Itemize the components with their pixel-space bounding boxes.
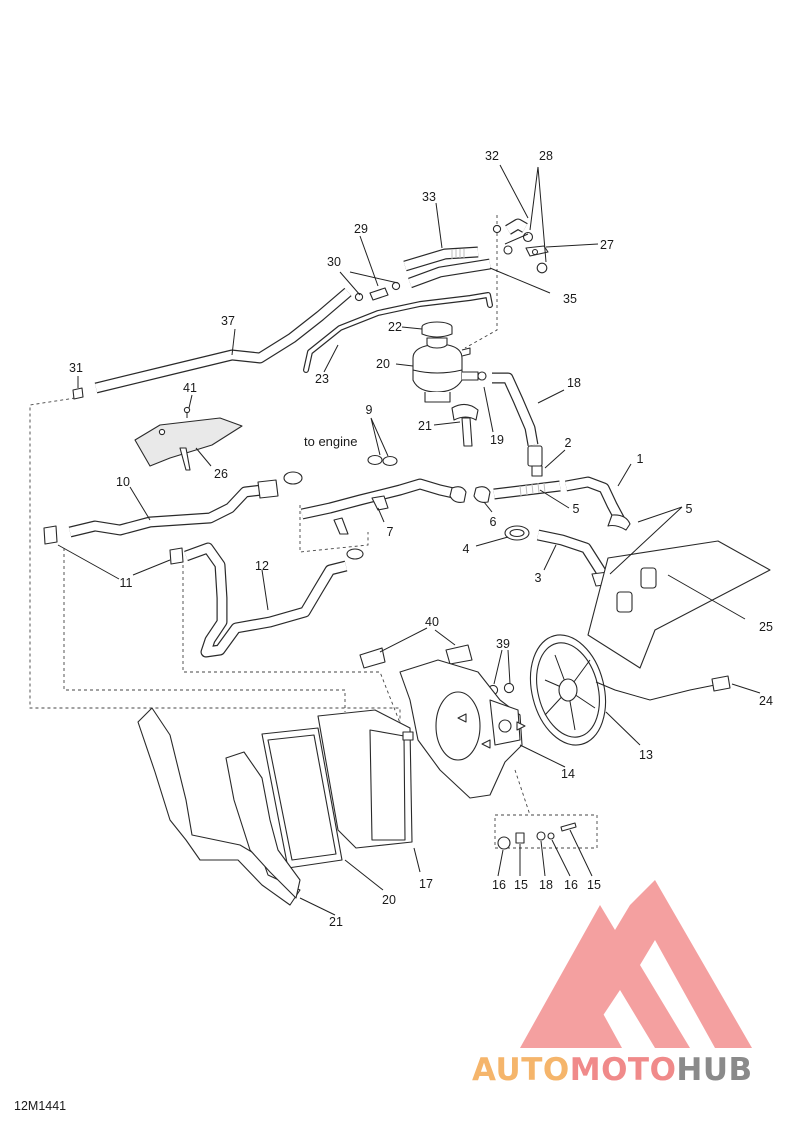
callout-17: 16 [492, 878, 506, 892]
clamp-34-left [72, 387, 84, 400]
callout-36: 32 [485, 149, 499, 163]
callout-5-b: 5 [686, 502, 693, 516]
hose-11 [184, 542, 348, 658]
callout-33: 29 [354, 222, 368, 236]
callout-7: 7 [387, 525, 394, 539]
callout-39: 39 [496, 637, 510, 651]
core-20 [261, 727, 343, 869]
to-engine-note: to engine [304, 434, 358, 449]
clamp-8-upper [283, 454, 398, 485]
callout-38: 37 [221, 314, 235, 328]
brand-auto: AUTO [472, 1052, 570, 1088]
reservoir-24 [412, 337, 487, 403]
screw-41 [183, 406, 191, 418]
callout-28: 24 [759, 694, 773, 708]
clamp-32-group [492, 224, 549, 274]
bracket-25 [451, 403, 479, 447]
brand-hub: HUB [676, 1052, 752, 1088]
callout-41: 41 [183, 381, 197, 395]
drawing-code: 12M1441 [14, 1099, 66, 1113]
callout-37: 33 [422, 190, 436, 204]
hose-22 [492, 372, 539, 446]
pipe-7 [300, 478, 467, 535]
callout-11: 12 [255, 559, 269, 573]
clamp-4 [504, 525, 530, 541]
hose-36 [505, 218, 528, 235]
cap-26 [421, 321, 453, 338]
clamp-8-lower [346, 548, 364, 560]
callout-18-x: 18 [539, 878, 553, 892]
watermark-logo [520, 880, 752, 1048]
clamp-10-left [43, 525, 58, 545]
bracket-30 [134, 417, 243, 471]
panel-21 [137, 707, 301, 906]
callout-4: 4 [463, 542, 470, 556]
fan-12 [529, 634, 607, 746]
callout-16-x: 16 [564, 878, 578, 892]
callout-26: 22 [388, 320, 402, 334]
callout-24: 20 [376, 357, 390, 371]
callout-2: 2 [565, 436, 572, 450]
clamp-5-right [607, 514, 631, 531]
callout-20-x: 20 [382, 893, 396, 907]
direction-arrows [457, 713, 526, 749]
callout-1: 1 [637, 452, 644, 466]
reference-dashed-lines [29, 215, 598, 849]
callout-labels: 32 28 33 29 27 30 35 37 22 31 20 23 18 4… [69, 149, 773, 929]
brand-moto: MOTO [570, 1052, 677, 1088]
callout-14: 15 [514, 878, 528, 892]
callout-23: 19 [490, 433, 504, 447]
callout-22: 18 [567, 376, 581, 390]
callout-32: 28 [539, 149, 553, 163]
callout-31: 27 [600, 238, 614, 252]
svg-text:AUTOMOTOHUB: AUTOMOTOHUB [472, 1052, 753, 1088]
callout-19: 17 [419, 877, 433, 891]
callout-27: 23 [315, 372, 329, 386]
callout-34-left: 31 [69, 361, 83, 375]
callout-21-x: 21 [329, 915, 343, 929]
callout-6: 6 [490, 515, 497, 529]
wire-28 [595, 675, 731, 701]
radiator-19 [317, 709, 414, 849]
fan-bracket-13 [399, 659, 523, 799]
callout-25: 21 [418, 419, 432, 433]
fitting-2 [527, 445, 543, 477]
logo-triangle-mark [520, 880, 752, 1048]
hose-38 [94, 287, 352, 394]
callout-10: 11 [120, 576, 133, 590]
callout-9: 10 [116, 475, 130, 489]
fitting-33 [354, 281, 401, 302]
hose-35 [408, 258, 491, 289]
hose-37 [403, 246, 479, 272]
shroud-29 [587, 540, 771, 669]
hose-6 [473, 480, 561, 503]
hose-9 [68, 479, 279, 538]
callout-8: 9 [366, 403, 373, 417]
callout-40: 40 [425, 615, 439, 629]
watermark-text: AUTOMOTOHUB [472, 1052, 753, 1088]
callout-12: 13 [639, 748, 653, 762]
clamp-10-right [169, 547, 184, 565]
callout-30: 26 [214, 467, 228, 481]
callout-5-a: 5 [573, 502, 580, 516]
callout-13: 14 [561, 767, 575, 781]
callout-34-top: 30 [327, 255, 341, 269]
bracket-40 [359, 644, 473, 669]
callout-29: 25 [759, 620, 773, 634]
callout-3: 3 [535, 571, 542, 585]
hose-27 [303, 292, 493, 373]
hardware-14-18 [497, 822, 577, 850]
callout-15-x: 15 [587, 878, 601, 892]
hose-1 [565, 476, 625, 523]
leader-lines [57, 164, 761, 916]
callout-35: 35 [563, 292, 577, 306]
